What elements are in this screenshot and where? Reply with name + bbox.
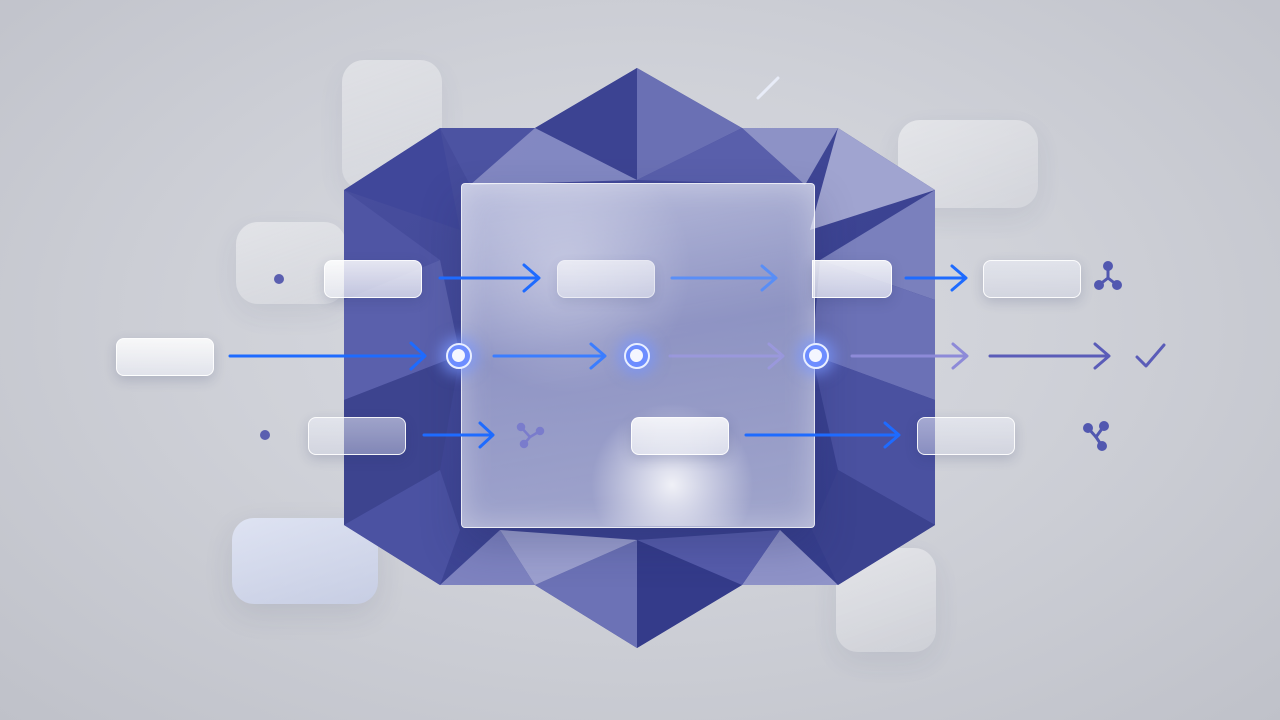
arrow	[744, 421, 901, 449]
pill-placeholder	[631, 417, 729, 455]
arrow	[988, 342, 1111, 370]
flow-node	[624, 343, 650, 369]
pill-placeholder	[116, 338, 214, 376]
flow-node	[803, 343, 829, 369]
flow-node	[446, 343, 472, 369]
bullet-dot	[274, 274, 284, 284]
pill-placeholder	[983, 260, 1081, 298]
checkmark-icon	[1135, 343, 1166, 368]
arrow	[492, 342, 607, 370]
pill-placeholder	[324, 260, 422, 298]
pill-placeholder	[812, 260, 892, 298]
arrow	[438, 263, 541, 293]
bullet-dot	[260, 430, 270, 440]
merge-icon	[1083, 421, 1109, 451]
pill-placeholder	[308, 417, 406, 455]
arrow	[850, 342, 969, 370]
pill-placeholder	[557, 260, 655, 298]
ghost-card	[232, 518, 378, 604]
arrow	[668, 342, 785, 370]
arrow	[904, 264, 968, 292]
arrow	[670, 264, 778, 292]
arrow	[228, 341, 427, 371]
merge-icon	[516, 422, 545, 449]
pill-placeholder	[917, 417, 1015, 455]
branch-icon	[1094, 261, 1122, 290]
pen-icon	[756, 76, 780, 100]
arrow	[422, 421, 495, 449]
